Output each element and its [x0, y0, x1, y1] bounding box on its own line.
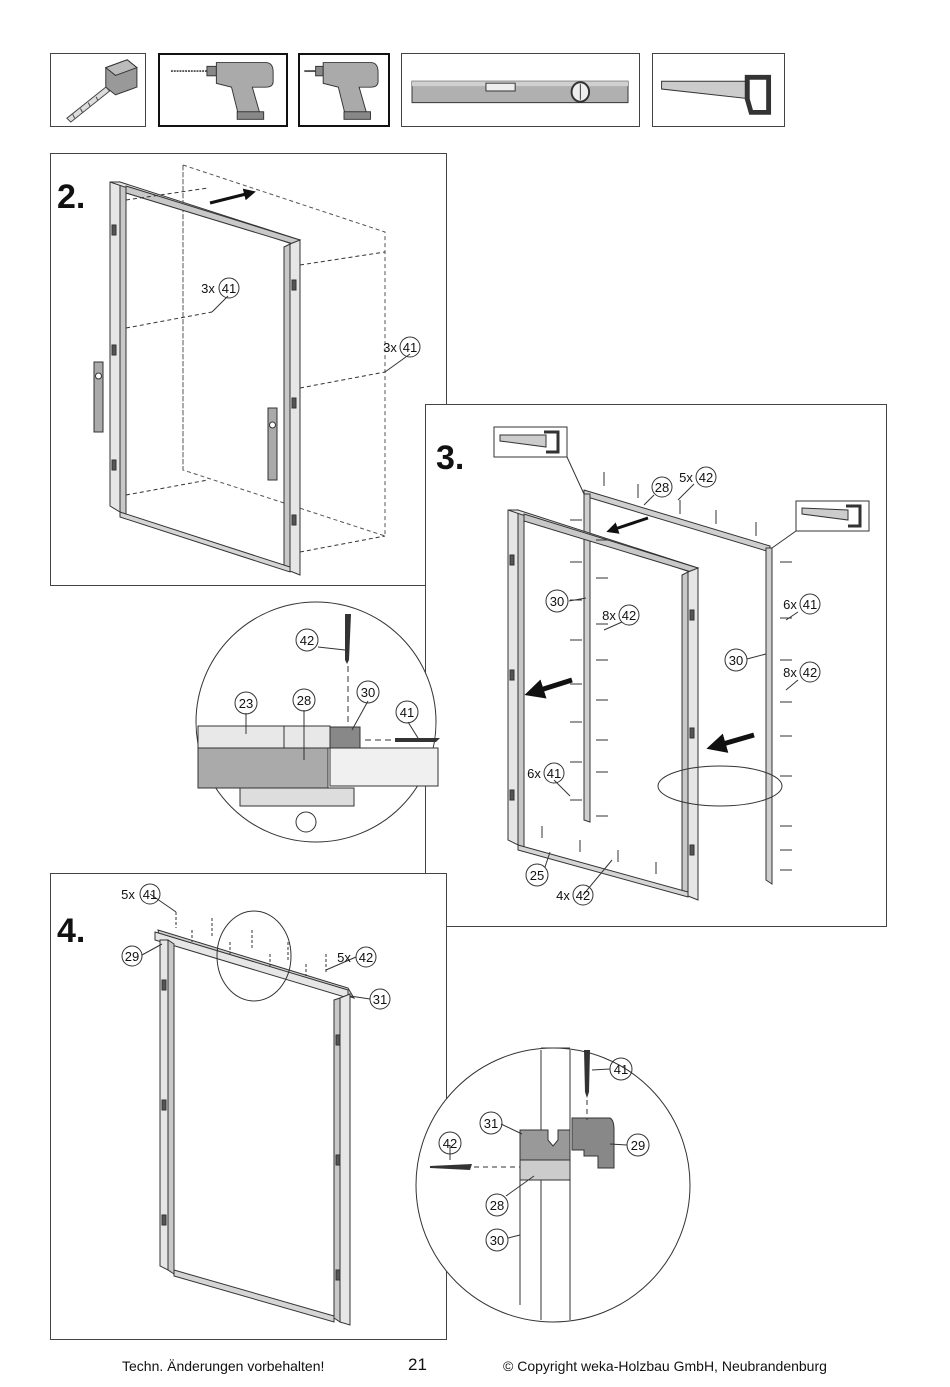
callout-qty: 6x: [527, 766, 541, 781]
callout-part-number: 41: [143, 887, 157, 902]
screwdriver-tool: [298, 53, 390, 127]
page-number: 21: [408, 1355, 427, 1374]
footer-note: Techn. Änderungen vorbehalten!: [122, 1358, 325, 1374]
callout-part-number: 28: [490, 1198, 504, 1213]
callout-part-number: 42: [576, 888, 590, 903]
hand-saw-icon: [661, 74, 772, 115]
saw-inset-left: [493, 426, 585, 495]
tape-measure-tool: [50, 53, 146, 127]
callout-part-number: 23: [239, 696, 253, 711]
saw-inset-right: [771, 500, 870, 549]
callout-qty: 8x: [783, 665, 797, 680]
callout-part-number: 25: [530, 868, 544, 883]
callout-part-number: 41: [222, 281, 236, 296]
spirit-level-tool: [401, 53, 640, 127]
screw-marks-step4: [175, 912, 327, 976]
direction-arrow: [209, 188, 256, 205]
callout-qty: 3x: [201, 281, 215, 296]
callout-part-number: 42: [622, 608, 636, 623]
door-frame-step3: [507, 489, 783, 901]
step-3-panel: 3.: [425, 404, 887, 927]
tape-measure-icon: [66, 59, 138, 123]
callout-part-number: 31: [484, 1116, 498, 1131]
hand-saw-tool: [652, 53, 785, 127]
callout-part-number: 41: [803, 597, 817, 612]
drill-tool: [158, 53, 288, 127]
callout-part-number: 30: [490, 1233, 504, 1248]
callout-qty: 3x: [383, 340, 397, 355]
callout-part-number: 29: [631, 1138, 645, 1153]
callout-part-number: 30: [729, 653, 743, 668]
callout-part-number: 30: [550, 594, 564, 609]
detail-circle-2: [415, 1047, 691, 1323]
callout-part-number: 41: [614, 1062, 628, 1077]
callout-part-number: 28: [297, 693, 311, 708]
callout-qty: 5x: [121, 887, 135, 902]
callout-part-number: 41: [400, 705, 414, 720]
drill-icon: [170, 62, 274, 120]
callout-qty: 6x: [783, 597, 797, 612]
spirit-level-icon: [411, 80, 629, 104]
detail-circle-1: [195, 601, 440, 843]
direction-arrow: [606, 516, 649, 534]
callout-part-number: 41: [547, 766, 561, 781]
callout-part-number: 42: [699, 470, 713, 485]
screw-lines-step2: [125, 187, 386, 553]
screwdriver-drill-icon: [304, 62, 379, 120]
callout-qty: 5x: [337, 950, 351, 965]
copyright-notice: © Copyright weka-Holzbau GmbH, Neubrande…: [503, 1358, 827, 1374]
direction-arrow: [706, 732, 755, 753]
callout-part-number: 42: [803, 665, 817, 680]
callout-part-number: 29: [125, 949, 139, 964]
callout-part-number: 41: [403, 340, 417, 355]
callouts: [121, 277, 821, 1252]
callout-part-number: 30: [361, 685, 375, 700]
callout-part-number: 28: [655, 480, 669, 495]
callout-part-number: 42: [300, 633, 314, 648]
callout-qty: 5x: [679, 470, 693, 485]
door-frame-step2: [93, 164, 386, 576]
door-frame-step4: [154, 910, 356, 1326]
callout-qty: 8x: [602, 608, 616, 623]
callout-part-number: 42: [359, 950, 373, 965]
direction-arrow: [524, 677, 573, 699]
callout-qty: 4x: [556, 888, 570, 903]
step-number: 3.: [436, 439, 465, 477]
step-number: 4.: [57, 912, 86, 950]
callout-part-number: 31: [373, 992, 387, 1007]
callout-part-number: 42: [443, 1136, 457, 1151]
step-number: 2.: [57, 178, 86, 216]
step-4-panel: 4.: [50, 873, 447, 1340]
